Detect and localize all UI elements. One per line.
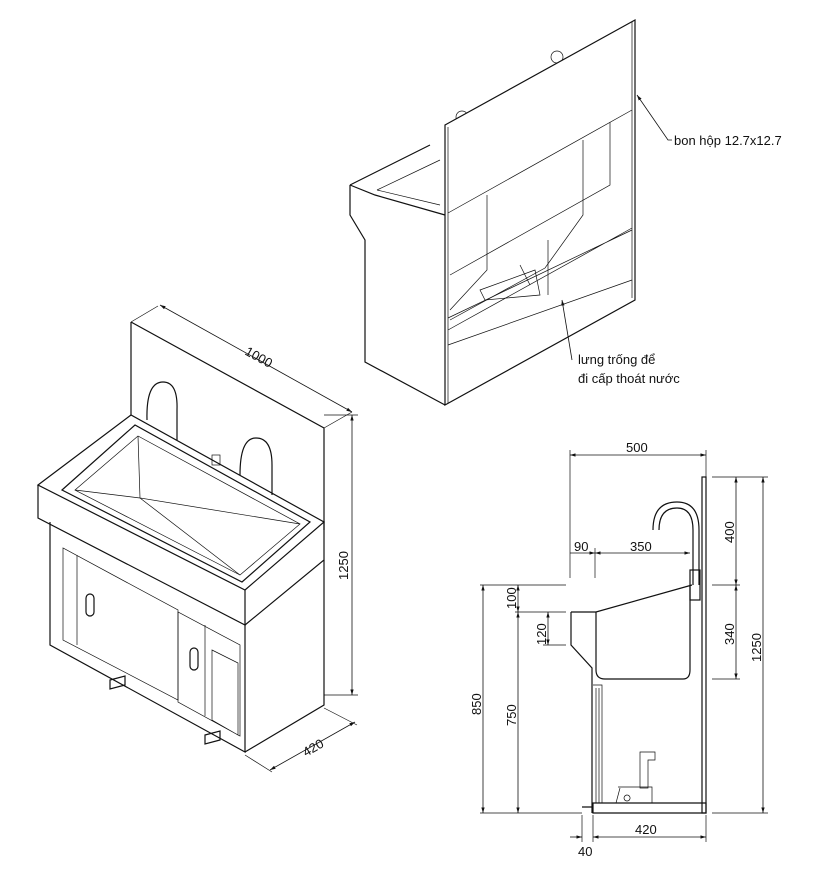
dim-90: 90 xyxy=(574,539,588,554)
knee-lever-rods xyxy=(449,140,584,321)
dim-500-extension xyxy=(569,450,707,578)
pedal xyxy=(109,675,221,745)
basin-back-outline xyxy=(449,122,611,276)
frame-crossbars xyxy=(447,109,633,346)
dim-850: 850 xyxy=(469,693,484,715)
frame-note-leader xyxy=(636,94,672,141)
dim-width-extension xyxy=(130,305,353,429)
dim-340: 340 xyxy=(722,623,737,645)
dim-100: 100 xyxy=(504,587,519,609)
dim-right-extensions xyxy=(712,476,768,814)
sink-section xyxy=(570,584,693,813)
dim-width-line xyxy=(159,304,353,413)
dim-height-label: 1250 xyxy=(336,551,351,580)
counter-top xyxy=(36,414,326,591)
dim-420: 420 xyxy=(635,822,657,837)
basin xyxy=(60,424,312,583)
counter-front-edge xyxy=(37,485,246,626)
soap-valve xyxy=(211,454,221,466)
door-section xyxy=(593,684,603,803)
dim-depth-extension xyxy=(244,707,358,773)
back-note-line2: đi cấp thoát nước xyxy=(578,371,680,386)
dim-400: 400 xyxy=(722,521,737,543)
dim-120: 120 xyxy=(534,623,549,645)
pedal-valve xyxy=(615,751,656,804)
back-note-leader xyxy=(561,299,573,361)
sliding-door-right xyxy=(177,611,241,737)
iso-front-view: 1000 1250 420 xyxy=(36,304,358,773)
door-handle-left xyxy=(85,593,95,617)
gooseneck-faucet xyxy=(652,501,700,585)
side-view: 500 90 350 400 340 1250 850 100 750 120 … xyxy=(469,440,768,859)
dim-500: 500 xyxy=(626,440,648,455)
iso-back-view: bon hộp 12.7x12.7 lưng trống để đi cấp t… xyxy=(349,18,782,407)
dim-depth-label: 420 xyxy=(300,736,326,760)
backsplash-section xyxy=(701,476,707,814)
cabinet-side xyxy=(349,144,446,406)
dim-40: 40 xyxy=(578,844,592,859)
base-plate xyxy=(582,802,707,814)
dim-750: 750 xyxy=(504,704,519,726)
dim-left-extensions xyxy=(480,584,582,814)
door-handle-right xyxy=(189,647,199,671)
basin-bottom-edges xyxy=(74,435,301,576)
dim-1250: 1250 xyxy=(749,633,764,662)
faucet-right xyxy=(239,437,273,495)
dim-350: 350 xyxy=(630,539,652,554)
frame-tube-edges xyxy=(447,22,633,403)
frame-note: bon hộp 12.7x12.7 xyxy=(674,133,782,148)
basin-rim-back xyxy=(376,159,441,206)
back-note-line1: lưng trống để xyxy=(578,352,655,367)
back-frame-panel xyxy=(444,18,636,407)
pipe-assembly xyxy=(479,240,549,301)
dim-depth-line xyxy=(269,721,356,771)
dim-height-extension xyxy=(324,414,358,696)
